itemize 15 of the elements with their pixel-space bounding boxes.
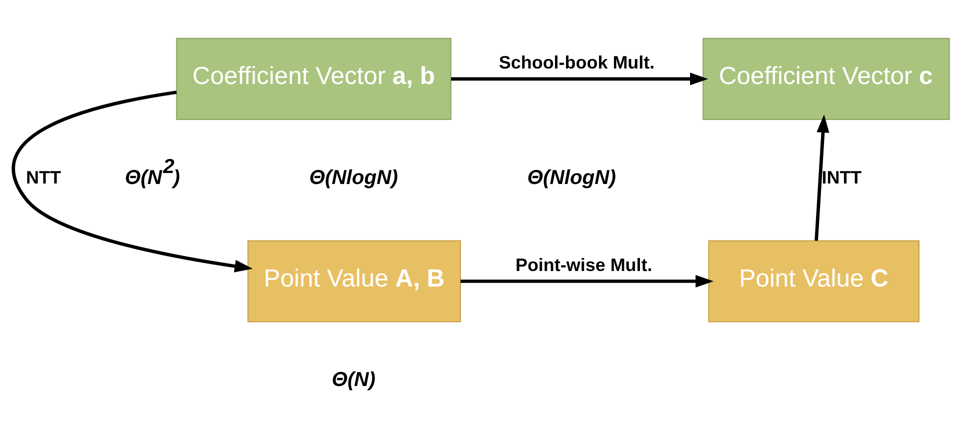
arrow xyxy=(451,72,708,85)
label: Θ(NlogN) xyxy=(527,166,616,188)
edge-label: Point-wise Mult. xyxy=(515,254,652,274)
edge-label: INTT xyxy=(822,166,862,187)
edge-label: NTT xyxy=(26,166,61,187)
arrow xyxy=(12,90,253,272)
node-box: Coefficient Vector c xyxy=(702,37,950,120)
edge-label: School-book Mult. xyxy=(498,52,655,72)
arrow xyxy=(814,114,830,240)
label: Θ(NlogN) xyxy=(309,166,398,188)
node-box: Point Value C xyxy=(708,240,920,322)
node-box: Point Value A, B xyxy=(247,240,461,322)
label: Θ(N) xyxy=(332,368,376,391)
node-box: Coefficient Vector a, b xyxy=(176,37,452,120)
arrow xyxy=(460,274,714,288)
